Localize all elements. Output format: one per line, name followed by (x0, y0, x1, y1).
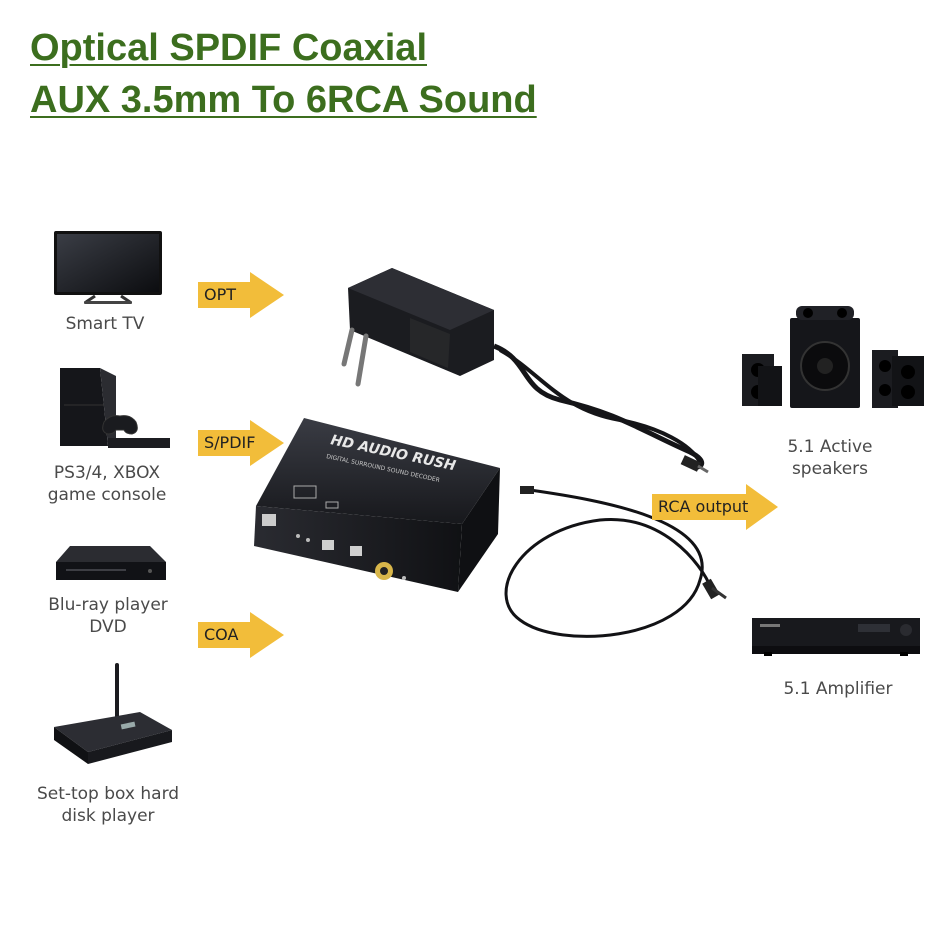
source-label-smart-tv: Smart TV (65, 314, 145, 334)
arrow-coa-label: COA (204, 625, 239, 644)
decoder-device (254, 418, 500, 592)
game-console-icon (60, 368, 170, 448)
optical-cable-icon (504, 486, 727, 638)
set-top-box-icon (54, 663, 172, 764)
arrow-opt: OPT (198, 272, 288, 318)
title-line-2: AUX 3.5mm To 6RCA Sound (30, 79, 537, 121)
output-label-speakers: 5.1 Active speakers (787, 437, 873, 479)
power-adapter-icon (341, 268, 709, 514)
page-title: Optical SPDIF Coaxial AUX 3.5mm To 6RCA … (30, 22, 537, 126)
arrow-spdif: S/PDIF (198, 420, 288, 466)
blu-ray-player-icon (56, 546, 166, 580)
smart-tv-icon (54, 231, 162, 304)
title-line-1: Optical SPDIF Coaxial (30, 27, 427, 69)
arrow-rca-output-label: RCA output (658, 497, 749, 516)
source-label-set-top-box: Set-top box hard disk player (36, 784, 180, 826)
speakers-icon (742, 306, 924, 408)
arrow-opt-label: OPT (204, 285, 237, 304)
arrow-spdif-label: S/PDIF (204, 433, 256, 452)
output-label-amplifier: 5.1 Amplifier (783, 679, 893, 699)
source-label-game-console: PS3/4, XBOX game console (47, 463, 167, 505)
arrow-coa: COA (198, 612, 288, 658)
arrow-rca-output: RCA output (652, 484, 780, 530)
source-label-blu-ray: Blu-ray player DVD (48, 595, 168, 637)
amplifier-icon (752, 618, 920, 656)
